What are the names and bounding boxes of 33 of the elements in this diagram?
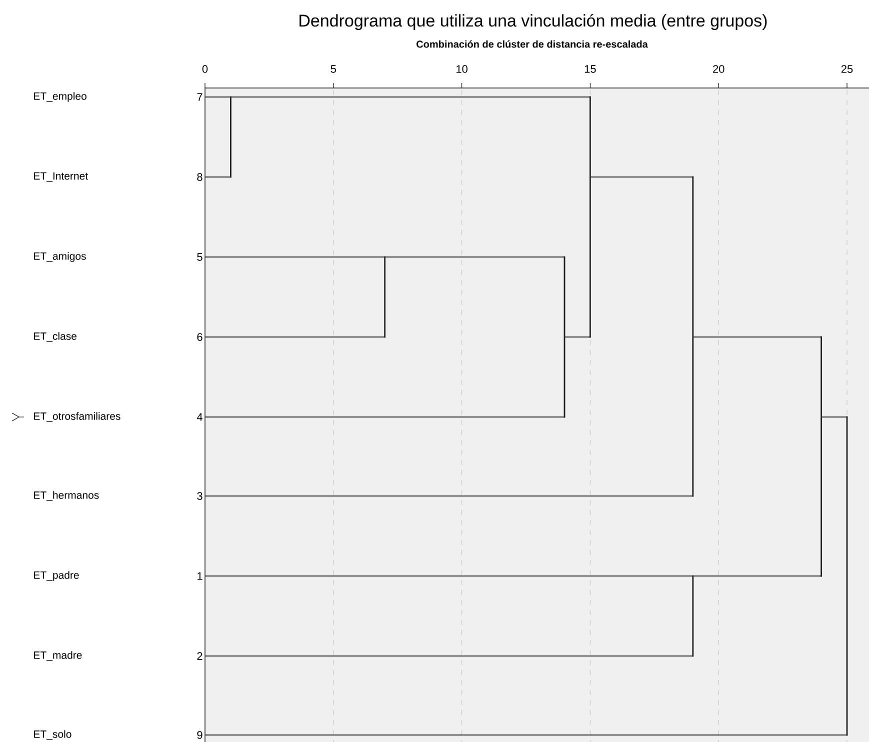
dendrogram-link bbox=[205, 336, 385, 338]
leaf-label: ET_padre 1 bbox=[34, 571, 202, 581]
leaf-label: ET_hermanos 3 bbox=[34, 491, 202, 501]
leaf-label: ET_madre 2 bbox=[34, 651, 202, 661]
tick-label: 5 bbox=[330, 65, 336, 73]
tick-label: 10 bbox=[456, 65, 468, 73]
leaf-label: ET_solo 9 bbox=[34, 730, 202, 740]
dendrogram-link bbox=[692, 575, 822, 577]
dendrogram-link bbox=[692, 336, 822, 338]
leaf-label: ET_Internet 8 bbox=[34, 172, 202, 182]
dendrogram-link bbox=[230, 96, 590, 98]
dendrogram-link bbox=[384, 256, 564, 258]
dendrogram-link bbox=[205, 256, 385, 258]
leaf-label: ET_amigos 5 bbox=[34, 252, 202, 262]
leaf-label: ET_clase 6 bbox=[34, 332, 202, 342]
dendrogram-link bbox=[564, 336, 590, 338]
leaf-label: ET_otrosfamiliares 4 bbox=[34, 412, 202, 422]
tick-label: 25 bbox=[841, 65, 853, 73]
dendrogram-link bbox=[590, 176, 693, 178]
tick-label: 20 bbox=[713, 65, 724, 73]
dendrogram-link bbox=[205, 495, 693, 497]
leaf-label: ET_empleo 7 bbox=[34, 92, 202, 102]
tick-label: 15 bbox=[584, 65, 596, 73]
dendrogram-link bbox=[205, 655, 693, 657]
axis-title: Combinación de clúster de distancia re-escalada bbox=[416, 40, 648, 48]
dendrogram-link bbox=[205, 96, 231, 98]
dendrogram-link bbox=[821, 416, 848, 418]
dendrogram-link bbox=[205, 416, 564, 418]
dendrogram-link bbox=[205, 734, 848, 736]
dendrogram-link bbox=[205, 176, 231, 178]
tick-label: 0 bbox=[202, 65, 208, 73]
dendrogram-link bbox=[205, 575, 693, 577]
chart-title: Dendrograma que utiliza una vinculación media (entre grupos) bbox=[300, 14, 767, 30]
